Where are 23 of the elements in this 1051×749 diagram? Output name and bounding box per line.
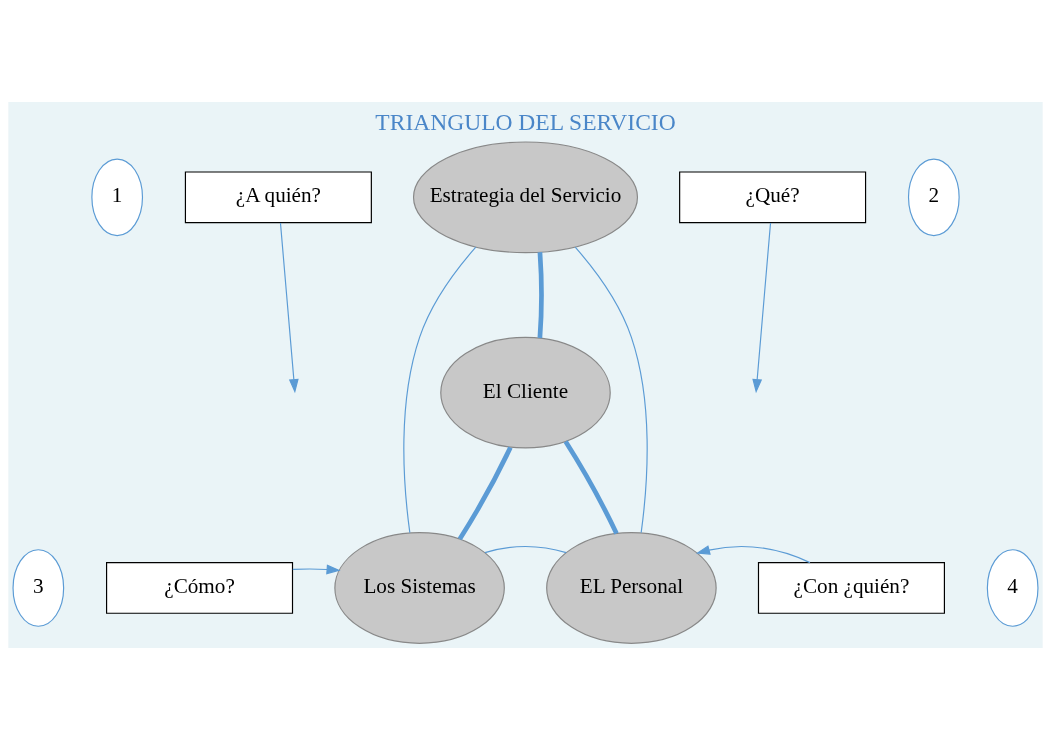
node-ellipse: 1 [91,158,144,236]
node-ellipse: Los Sistemas [334,531,505,644]
node-ellipse: 4 [986,548,1039,627]
diagram-title: TRIANGULO DEL SERVICIO [375,108,676,135]
node-ellipse: 3 [12,548,65,627]
node-ellipse: EL Personal [546,531,717,644]
node-ellipse: 2 [907,158,960,236]
node-box: ¿A quién? [184,170,372,223]
connector [537,251,544,338]
connector [457,446,513,540]
node-box: ¿Cómo? [106,561,294,614]
connector [563,439,619,535]
arrow [279,221,299,393]
node-box: ¿Qué? [679,170,867,223]
node-box: ¿Con ¿quién? [757,561,945,614]
arrow [695,544,811,563]
connector [574,246,648,533]
node-ellipse: Estrategia del Servicio [412,140,639,253]
connector [484,545,567,553]
arrow [752,221,772,393]
node-ellipse: El Cliente [440,336,611,449]
connector [403,246,477,533]
arrow [292,564,341,574]
